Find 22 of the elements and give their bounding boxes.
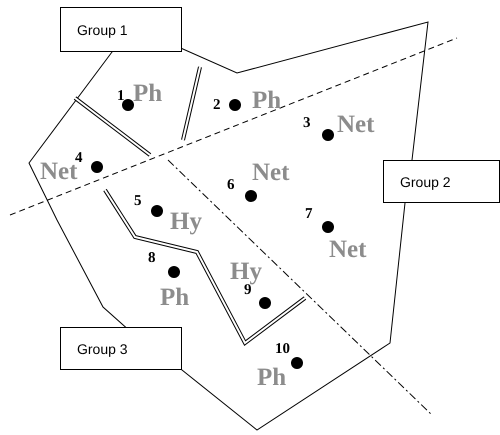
point-number: 10 xyxy=(275,341,290,358)
class-label: Net xyxy=(252,159,290,187)
group-label-box: Group 2 xyxy=(383,160,500,203)
class-label: Ph xyxy=(160,284,190,312)
point-number: 7 xyxy=(305,206,312,223)
group-label-box: Group 1 xyxy=(60,7,182,52)
group-label-box: Group 3 xyxy=(60,327,182,370)
point-number: 1 xyxy=(117,88,124,105)
point-number: 8 xyxy=(148,250,156,267)
class-label: Ph xyxy=(257,364,286,392)
point-number: 4 xyxy=(75,150,82,166)
point-number: 2 xyxy=(213,97,220,114)
point-number: 6 xyxy=(227,177,234,194)
class-label: Net xyxy=(337,111,374,139)
class-label: Ph xyxy=(133,80,162,108)
class-label: Ph xyxy=(252,87,282,115)
point-number: 9 xyxy=(244,282,252,299)
class-label: Net xyxy=(329,236,366,264)
class-label: Hy xyxy=(230,258,262,285)
class-label: Hy xyxy=(170,208,202,236)
point-number: 5 xyxy=(134,193,142,210)
point-number: 3 xyxy=(303,115,310,132)
